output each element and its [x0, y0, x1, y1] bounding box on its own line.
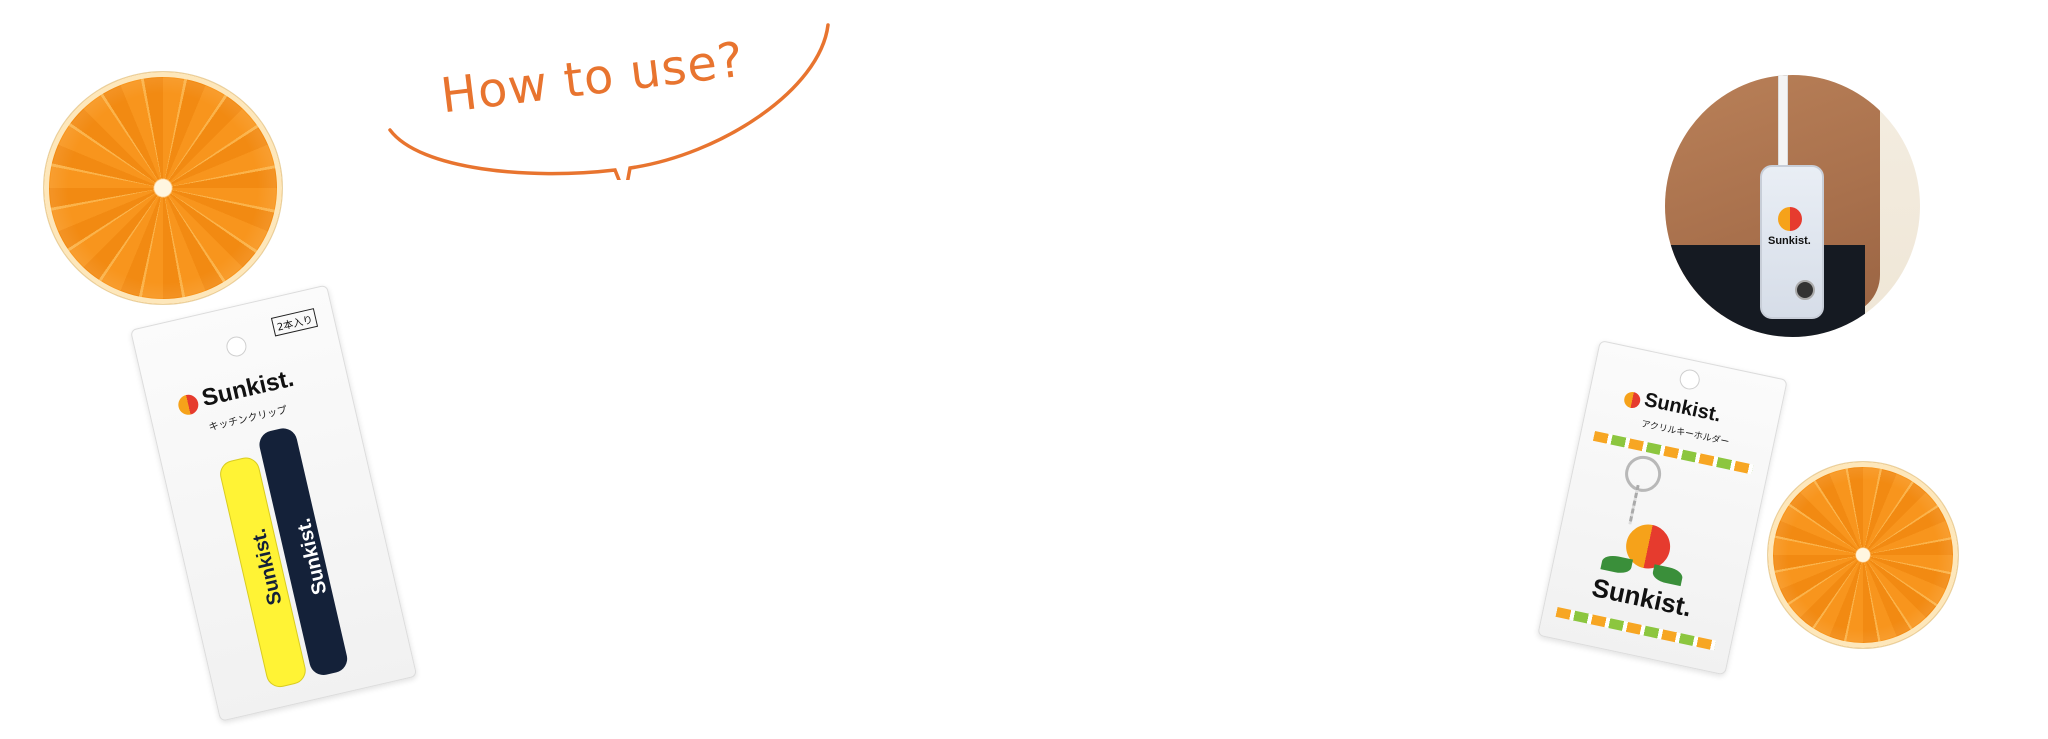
acrylic-keychain-package: Sunkist. アクリルキーホルダー Sunkist.	[1537, 340, 1788, 676]
phone-brand: Sunkist.	[1768, 235, 1811, 247]
phone-strap-photo: Sunkist.	[1665, 75, 1920, 337]
camera-lens-icon	[1795, 280, 1815, 300]
neck-strap	[1778, 75, 1788, 172]
kitchen-clip-package: 2本入り Sunkist. キッチンクリップ Sunkist. Sunkist.	[130, 284, 419, 739]
package-body	[1537, 340, 1788, 676]
how-to-use-heading: How to use?	[380, 20, 850, 202]
orange-slice-image	[1768, 462, 1958, 648]
phone-sunkist-logo-icon	[1778, 207, 1802, 231]
orange-slice-image	[44, 72, 282, 304]
